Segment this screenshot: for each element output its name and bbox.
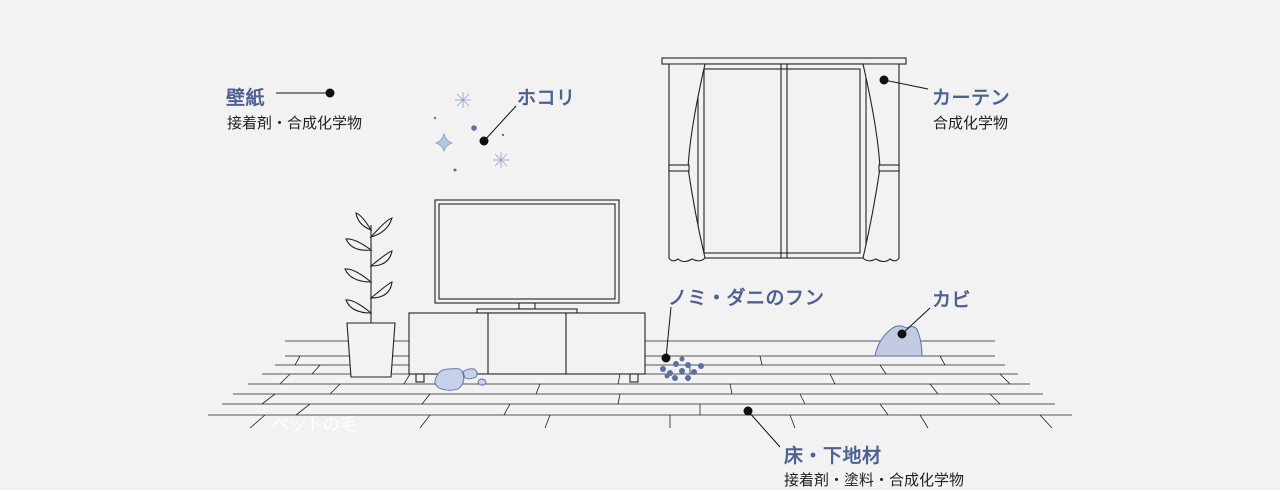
floor-sub: 接着剤・塗料・合成化学物 xyxy=(784,471,965,489)
curtain-window-illustration xyxy=(661,57,907,263)
wallpaper-sub: 接着剤・合成化学物 xyxy=(227,114,363,132)
leader-lines xyxy=(276,75,931,448)
wallpaper-title: 壁紙 xyxy=(226,87,266,109)
mold-illustration xyxy=(874,325,923,357)
tv-illustration xyxy=(434,199,620,314)
floor-title: 床・下地材 xyxy=(784,445,882,467)
plant-illustration xyxy=(344,212,396,378)
pet-hair-illustration xyxy=(434,368,487,391)
dust-title: ホコリ xyxy=(517,87,576,109)
dust-particles-illustration xyxy=(433,92,509,172)
tv-stand-illustration xyxy=(408,312,646,383)
droppings-illustration xyxy=(660,356,704,381)
pet-hair-label: ペットの毛 xyxy=(272,415,357,435)
curtain-sub: 合成化学物 xyxy=(933,114,1009,132)
flea-title: ノミ・ダニのフン xyxy=(668,287,825,309)
mold-title: カビ xyxy=(932,289,972,311)
curtain-title: カーテン xyxy=(932,87,1011,109)
